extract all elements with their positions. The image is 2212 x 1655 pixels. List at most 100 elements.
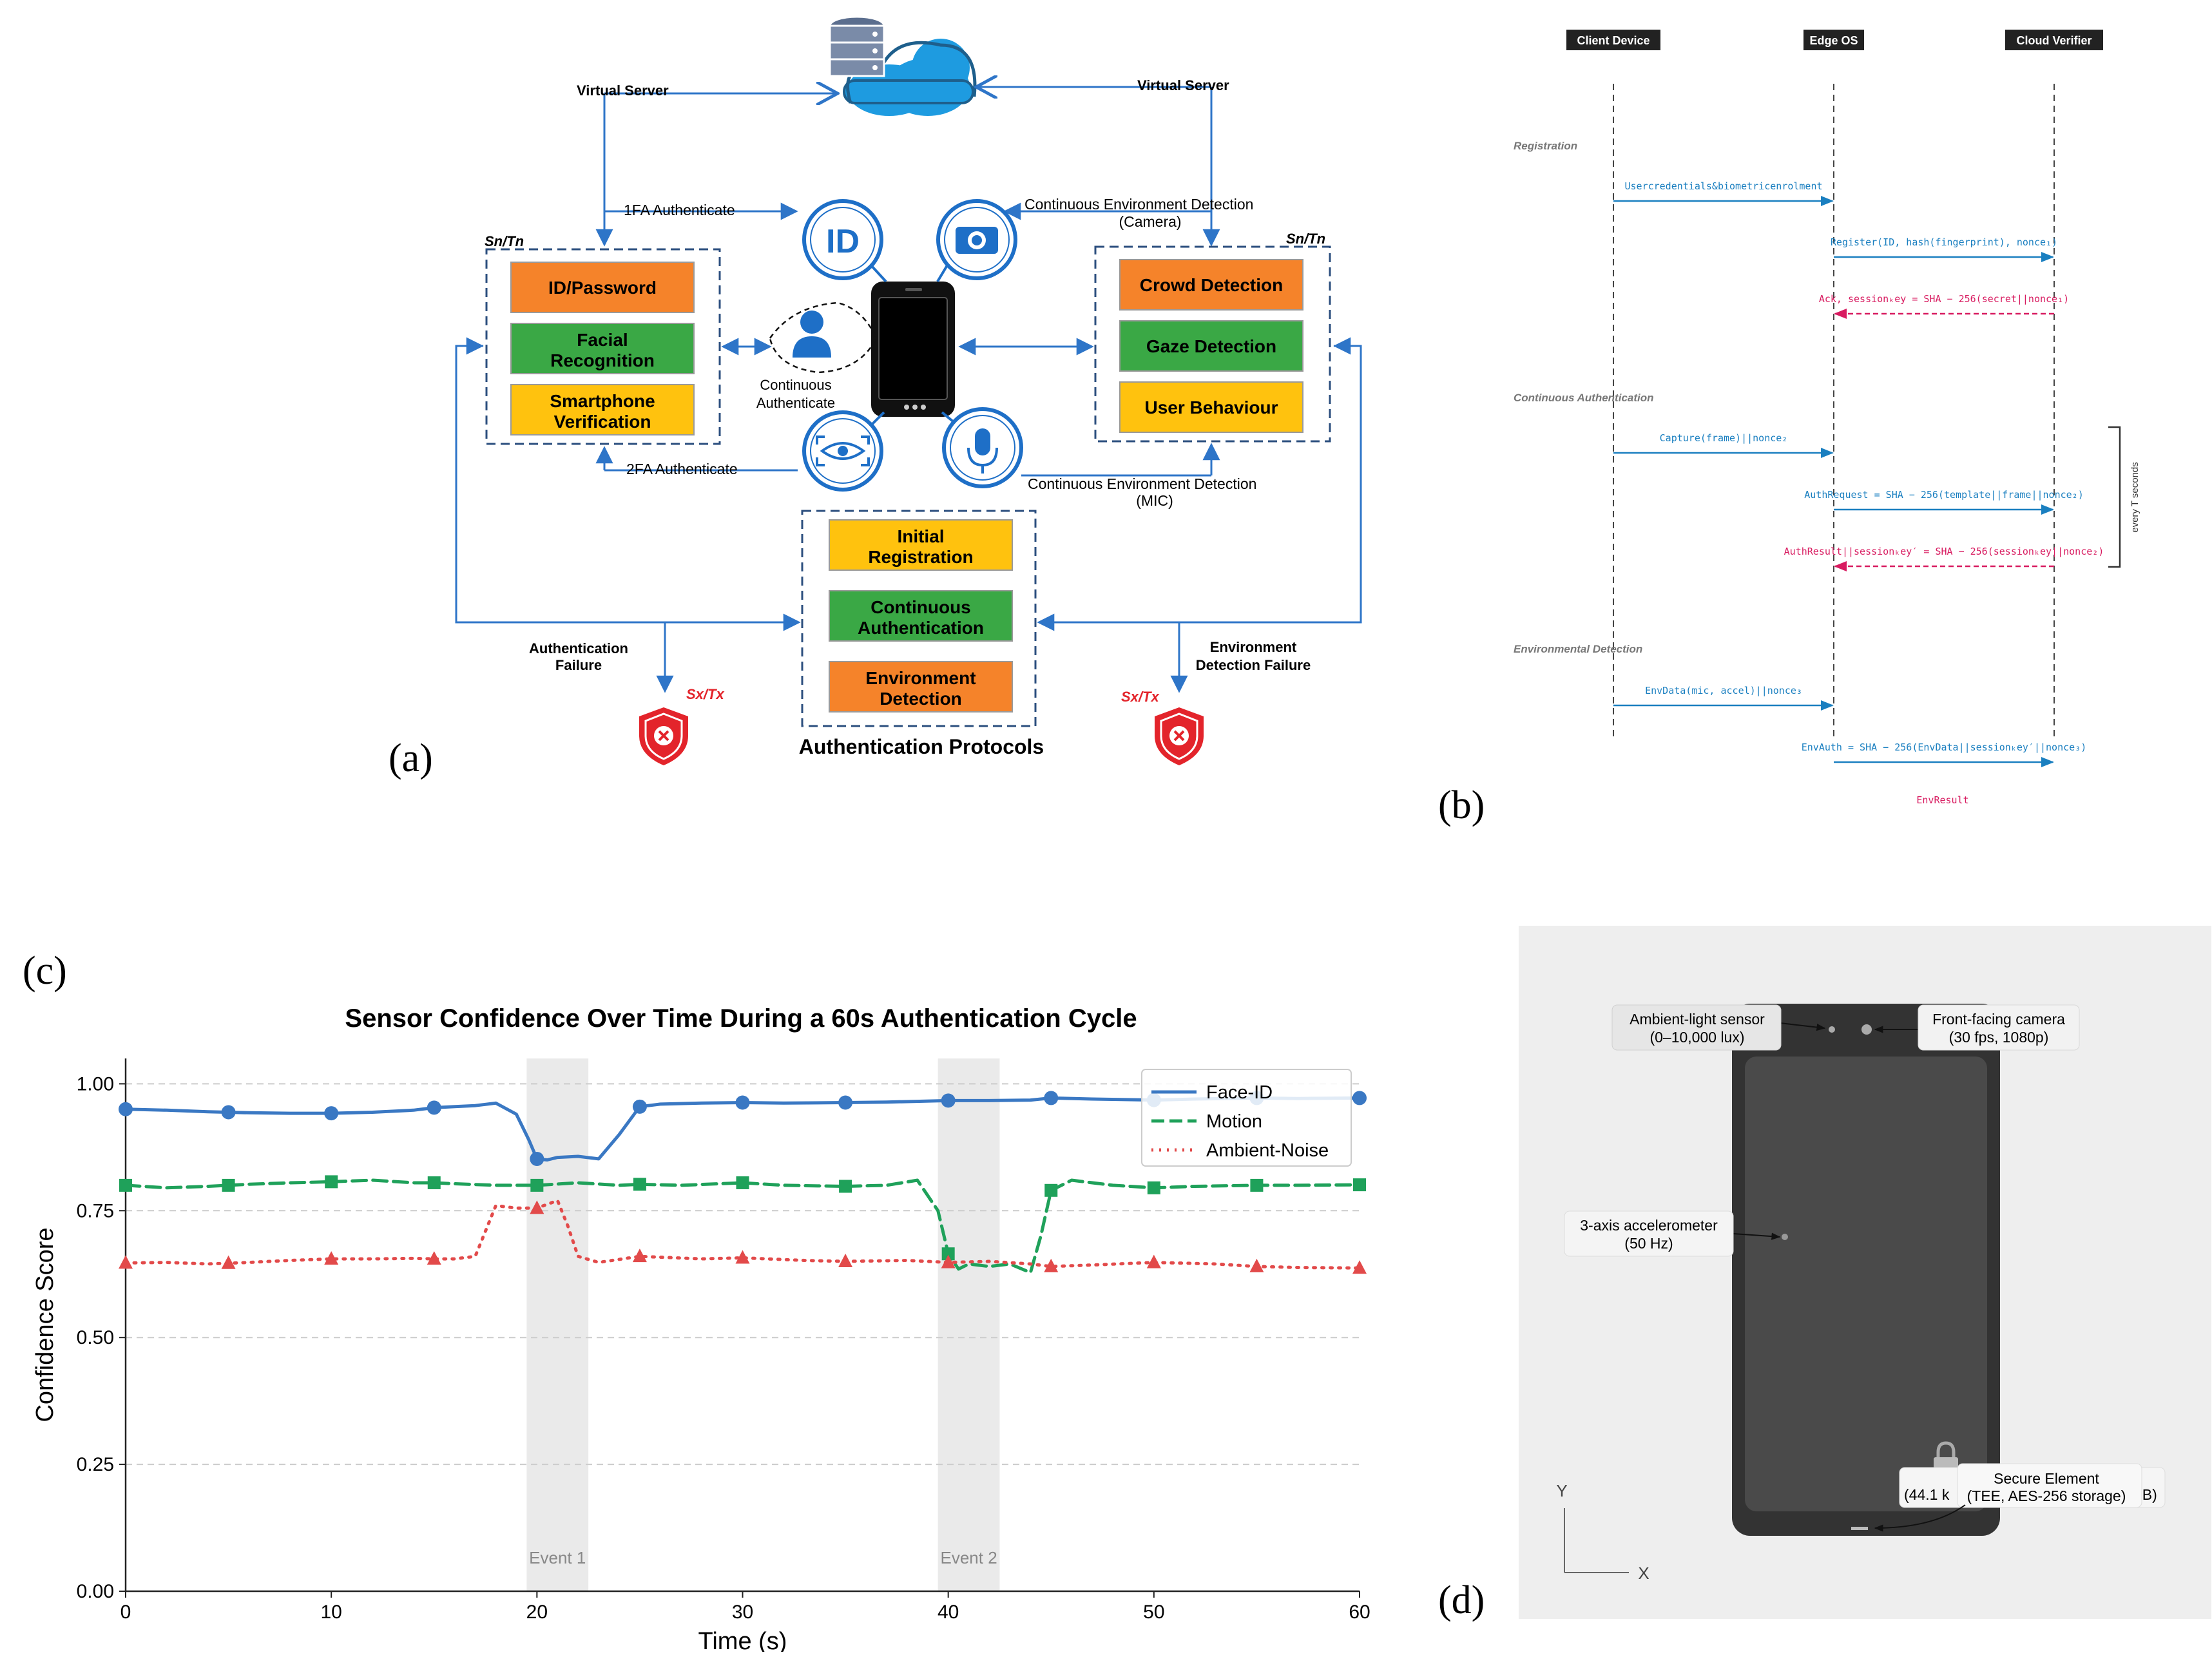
y-tick-label-3: 0.75	[77, 1200, 114, 1221]
seq-actor-box-2	[2005, 30, 2103, 50]
seq-message-2: Ack, sessionₖey = SHA − 256(secret||nonc…	[1819, 293, 2069, 305]
left-auth-group	[485, 248, 721, 445]
marker-face-id-7	[838, 1095, 853, 1110]
marker-ambient-noise-8	[941, 1254, 956, 1268]
seq-section-continuous: Continuous Authentication	[1514, 392, 1654, 404]
env-failure-label-1: Environment	[1210, 639, 1297, 655]
marker-motion-3	[427, 1176, 441, 1189]
protocol-label-0-line1: Initial	[897, 526, 944, 546]
failure-shield-icon-left	[639, 707, 688, 765]
sn-tn-right-label: Sn/Tn	[1286, 231, 1325, 247]
front-camera-label-1: Front-facing camera	[1932, 1011, 2065, 1028]
x-tick-label-6: 60	[1349, 1602, 1370, 1623]
seq-message-3: Capture(frame)||nonce₂	[1660, 432, 1788, 444]
panel-d-device-sensors: Ambient-light sensor (0–10,000 lux) Fron…	[1438, 926, 2211, 1622]
marker-motion-6	[736, 1176, 749, 1189]
ambient-light-label-2: (0–10,000 lux)	[1649, 1029, 1744, 1046]
ambient-light-label-1: Ambient-light sensor	[1630, 1011, 1765, 1028]
sx-tx-left-label: Sx/Tx	[686, 686, 724, 702]
seq-message-5: AuthResult||sessionₖey′ = SHA − 256(sess…	[1784, 546, 2104, 557]
series-line-ambient-noise	[124, 1199, 1361, 1270]
y-tick-label-0: 0.00	[77, 1581, 114, 1602]
marker-face-id-3	[427, 1100, 441, 1115]
marker-face-id-1	[221, 1105, 236, 1120]
event-band-1	[938, 1058, 1000, 1591]
marker-ambient-noise-3	[427, 1251, 441, 1265]
secure-element-label-1: Secure Element	[1994, 1470, 2099, 1487]
left-auth-label-1-line1: Facial	[577, 330, 628, 350]
legend-label-0: Face-ID	[1206, 1082, 1273, 1103]
env-camera-label-2: (Camera)	[1119, 213, 1181, 230]
marker-ambient-noise-5	[632, 1248, 647, 1263]
left-auth-box-2	[510, 384, 695, 435]
marker-ambient-noise-6	[735, 1250, 750, 1264]
x-tick-label-2: 20	[526, 1602, 548, 1623]
continuous-authenticate-label-1: Continuous	[760, 377, 831, 393]
protocol-label-2-line2: Detection	[880, 689, 962, 709]
env-camera-label-1: Continuous Environment Detection	[1024, 196, 1253, 213]
event-label-1: Event 2	[940, 1548, 997, 1567]
seq-message-4: AuthRequest = SHA − 256(template||frame|…	[1804, 489, 2083, 501]
marker-ambient-noise-4	[530, 1200, 544, 1214]
y-axis-label: Confidence Score	[32, 1227, 59, 1422]
auth-failure-label-1: Authentication	[529, 640, 628, 656]
right-env-box-0	[1119, 259, 1303, 311]
marker-motion-0	[119, 1178, 132, 1192]
axis-x-label: X	[1638, 1564, 1649, 1583]
x-tick-label-3: 30	[732, 1602, 753, 1623]
right-env-box-1	[1119, 320, 1303, 372]
left-auth-label-1-line2: Recognition	[550, 350, 655, 370]
marker-face-id-6	[735, 1095, 750, 1110]
right-env-label-1-line1: Gaze Detection	[1146, 336, 1276, 356]
marker-ambient-noise-0	[119, 1255, 133, 1269]
sn-tn-left-label: Sn/Tn	[485, 233, 524, 249]
right-env-label-2-line1: User Behaviour	[1145, 397, 1278, 417]
y-tick-label-1: 0.25	[77, 1454, 114, 1475]
marker-motion-11	[1250, 1178, 1264, 1192]
x-axis-label: Time (s)	[698, 1628, 787, 1652]
axis-y-label: Y	[1556, 1481, 1567, 1500]
panel-c-sensor-chart: (c) Sensor Confidence Over Time During a…	[23, 949, 1370, 1655]
seq-actor-label-1: Edge OS	[1809, 34, 1858, 47]
marker-ambient-noise-9	[1044, 1258, 1059, 1272]
x-tick-label-5: 50	[1143, 1602, 1164, 1623]
mic-label-left: (44.1 k	[1904, 1486, 1950, 1503]
marker-face-id-5	[632, 1099, 647, 1114]
marker-ambient-noise-11	[1249, 1258, 1264, 1272]
id-card-icon: ID	[802, 199, 887, 283]
smartphone-icon	[871, 282, 955, 417]
marker-ambient-noise-7	[838, 1254, 853, 1268]
protocol-box-1	[829, 590, 1013, 642]
marker-motion-7	[839, 1180, 852, 1193]
protocols-title: Authentication Protocols	[799, 735, 1044, 758]
left-auth-label-2-line2: Verification	[554, 412, 651, 432]
marker-face-id-9	[1044, 1091, 1059, 1105]
seq-message-7: EnvAuth = SHA − 256(EnvData||sessionₖey′…	[1802, 741, 2087, 753]
left-auth-label-2-line1: Smartphone	[550, 391, 655, 411]
seq-actor-box-1	[1803, 30, 1864, 50]
protocol-label-2-line1: Environment	[865, 668, 976, 688]
seq-message-1: Register(ID, hash(fingerprint), nonce₁)	[1831, 236, 2057, 248]
protocol-box-0	[829, 519, 1013, 571]
marker-face-id-4	[530, 1151, 544, 1166]
sx-tx-right-label: Sx/Tx	[1121, 689, 1159, 705]
marker-face-id-0	[119, 1102, 133, 1116]
seq-message-6: EnvData(mic, accel)||nonce₃	[1645, 685, 1802, 696]
x-tick-label-0: 0	[120, 1602, 131, 1623]
fa2-label: 2FA Authenticate	[626, 461, 738, 477]
marker-motion-12	[1353, 1178, 1366, 1192]
id-icon-text: ID	[826, 223, 860, 260]
event-band-0	[526, 1058, 589, 1591]
protocol-box-2	[829, 661, 1013, 713]
camera-icon	[936, 199, 1017, 283]
event-label-0: Event 1	[529, 1548, 586, 1567]
legend-label-1: Motion	[1206, 1111, 1262, 1132]
seq-message-0: Usercredentials&biometricenrolment	[1624, 180, 1822, 192]
env-mic-label-1: Continuous Environment Detection	[1028, 475, 1256, 492]
seq-actor-label-0: Client Device	[1577, 34, 1649, 47]
accelerometer-label-1: 3-axis accelerometer	[1580, 1217, 1718, 1234]
panel-label-c: (c)	[23, 949, 67, 993]
seq-actor-label-2: Cloud Verifier	[2016, 34, 2092, 47]
marker-ambient-noise-10	[1146, 1254, 1161, 1268]
